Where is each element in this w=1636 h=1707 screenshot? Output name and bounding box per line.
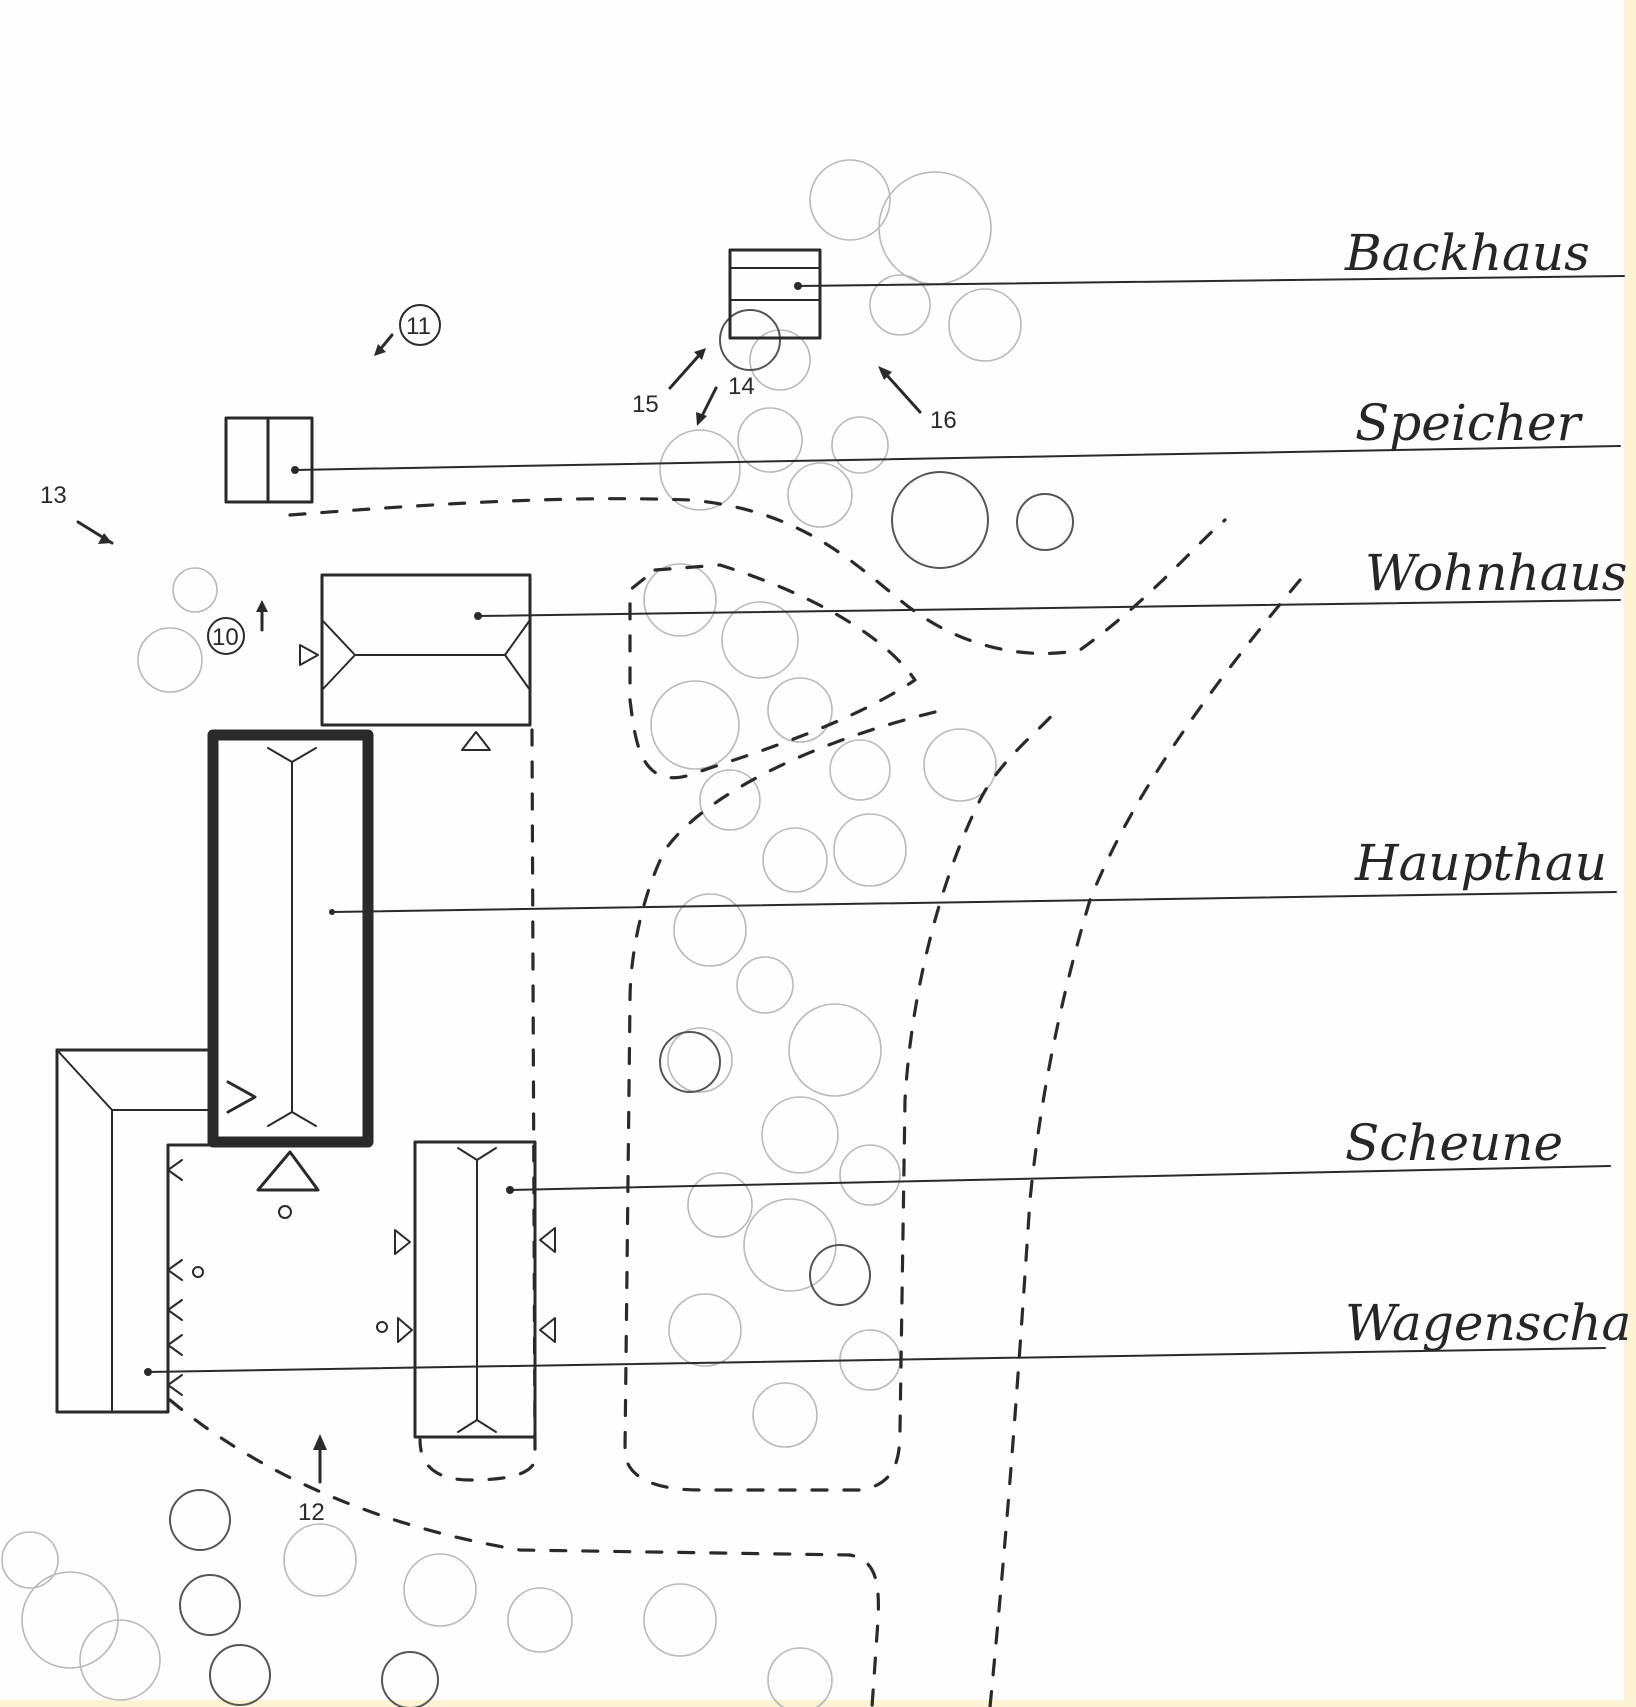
viewpoint-16: 16 (930, 407, 957, 434)
speicher-building (224, 416, 314, 504)
dashed-paths (168, 497, 1302, 1707)
haupthaus-building (207, 729, 374, 1219)
scheune-building (376, 1140, 556, 1439)
viewpoint-11: 11 (406, 313, 431, 340)
label-wohnhaus: Wohnhaus (1365, 544, 1627, 602)
viewpoint-12: 12 (298, 1499, 325, 1526)
label-wagenschau: Wagenscha (1345, 1294, 1631, 1352)
leader-lines (147, 275, 1625, 1373)
viewpoint-arrows (76, 333, 922, 1484)
viewpoint-10: 10 (212, 624, 239, 651)
label-haupthaus: Haupthau (1354, 834, 1607, 892)
label-backhaus: Backhaus (1344, 224, 1590, 282)
label-speicher: Speicher (1355, 394, 1584, 452)
viewpoint-14: 14 (728, 373, 755, 400)
label-scheune: Scheune (1345, 1114, 1563, 1172)
viewpoint-13: 13 (40, 482, 67, 509)
wagenschauer-building (55, 1048, 215, 1414)
viewpoint-15: 15 (632, 391, 659, 418)
viewpoint-numbers: 13 10 11 15 14 16 12 (40, 304, 957, 1526)
building-labels: Backhaus Speicher Wohnhaus Haupthau Sche… (1344, 224, 1631, 1352)
backhaus-building (728, 248, 822, 340)
tree-cluster-dark (169, 309, 1074, 1707)
tree-cluster (1, 159, 1022, 1707)
wohnhaus-building (299, 573, 532, 751)
